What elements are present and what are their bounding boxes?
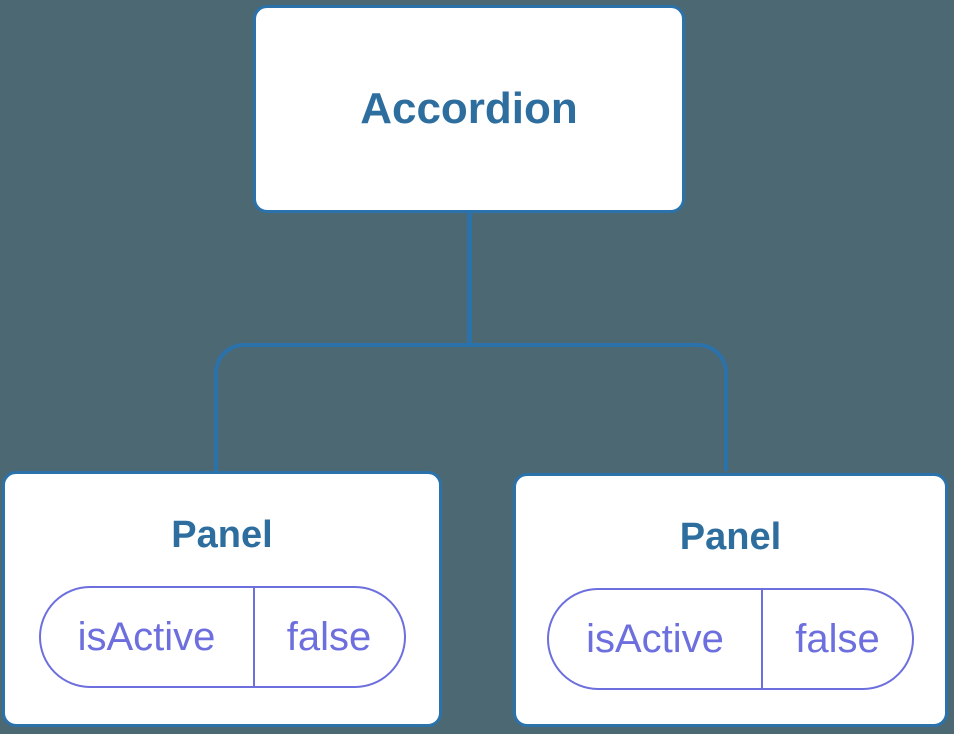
connector-bracket [214, 343, 728, 471]
node-title: Accordion [360, 84, 578, 133]
connector-stem [467, 212, 472, 346]
state-key: isActive [41, 588, 255, 686]
tree-node-panel-1: Panel isActive false [2, 471, 442, 727]
node-title: Panel [679, 516, 782, 558]
tree-node-panel-2: Panel isActive false [513, 473, 948, 727]
node-title: Panel [171, 514, 273, 556]
tree-node-accordion: Accordion [253, 5, 685, 213]
state-pill: isActive false [38, 586, 406, 688]
state-key: isActive [549, 590, 763, 688]
state-pill: isActive false [547, 588, 914, 690]
state-value: false [795, 617, 880, 661]
state-value: false [286, 615, 372, 659]
